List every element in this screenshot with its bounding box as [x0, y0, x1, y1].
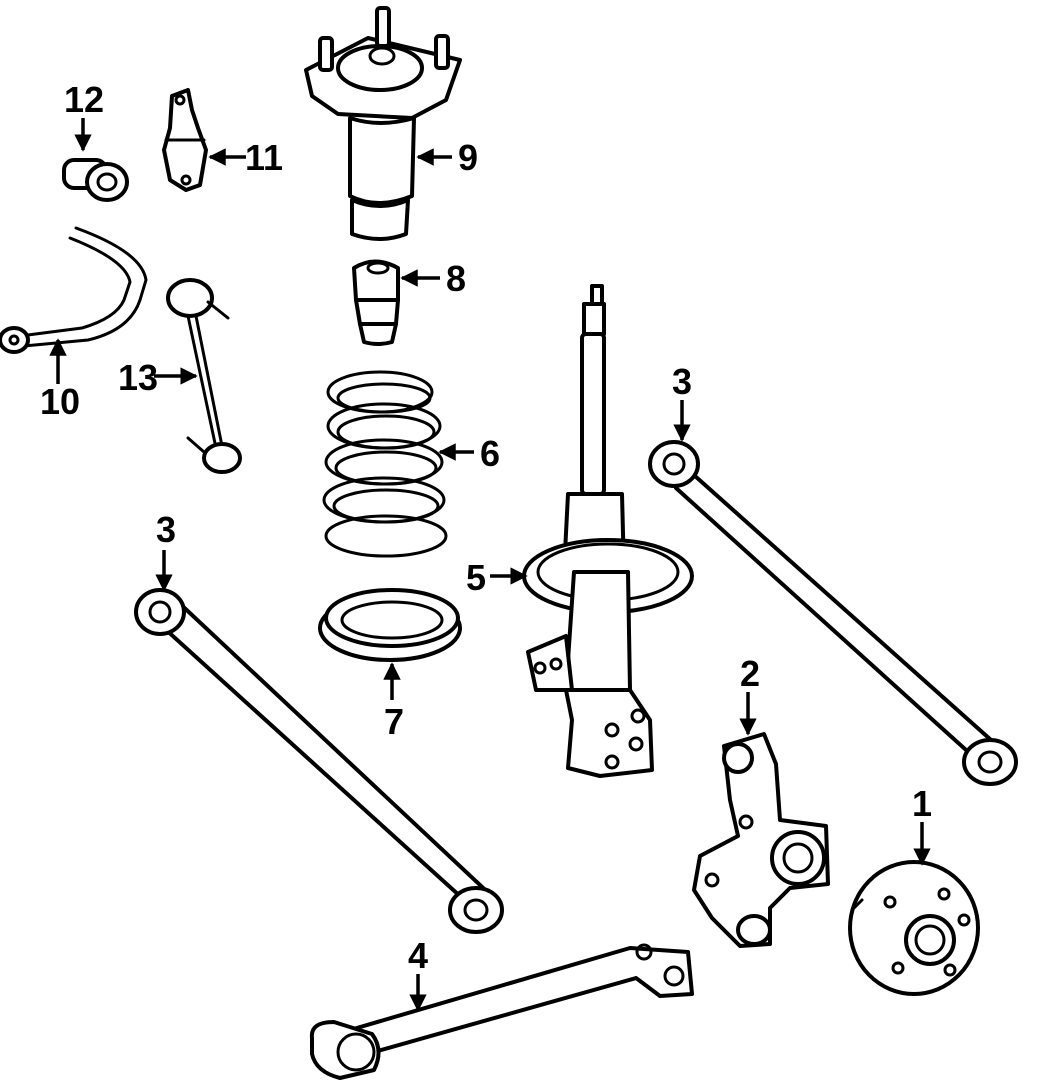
callout-2: 2 [740, 653, 760, 694]
bump-stop-part-8 [352, 259, 400, 346]
callout-1: 1 [912, 783, 932, 824]
leader-arrows [49, 118, 931, 1012]
spring-seat-part-7 [318, 588, 462, 662]
callout-11: 11 [245, 137, 283, 178]
callout-9: 9 [458, 137, 478, 178]
lateral-arm-part-3-left [134, 588, 504, 934]
stabilizer-bar-part-10 [0, 226, 148, 354]
callout-7: 7 [384, 701, 404, 742]
strut-part-5 [522, 284, 694, 778]
knuckle-part-2 [692, 732, 830, 948]
callout-13: 13 [118, 357, 158, 398]
lateral-arm-part-3-right [648, 440, 1018, 786]
coil-spring-part-6 [322, 370, 448, 558]
callout-4: 4 [408, 935, 428, 976]
callout-5: 5 [466, 557, 486, 598]
callout-10: 10 [40, 381, 80, 422]
hub-part-1 [848, 860, 980, 996]
stabilizer-link-part-13 [166, 278, 242, 474]
callout-3-left: 3 [156, 509, 176, 550]
strut-mount-part-9 [304, 6, 462, 241]
callout-12: 12 [64, 79, 104, 120]
bushing-part-12 [62, 158, 129, 202]
callout-3-right: 3 [672, 361, 692, 402]
callout-8: 8 [446, 258, 466, 299]
trailing-arm-part-4 [309, 943, 694, 1080]
bracket-part-11 [162, 88, 208, 192]
callout-6: 6 [480, 433, 500, 474]
